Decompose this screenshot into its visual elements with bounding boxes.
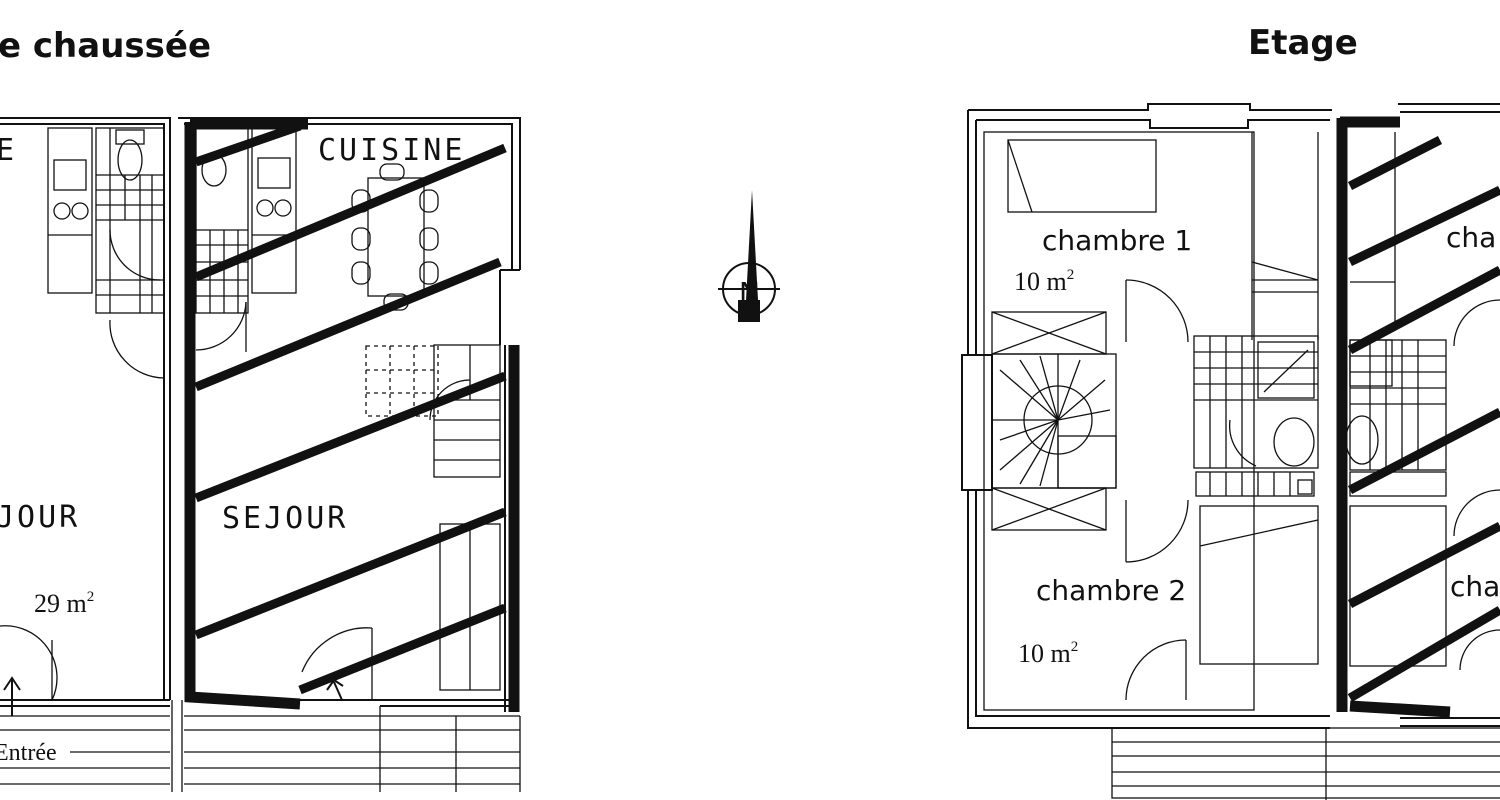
upper-floor-plan: chambre 1 10 m2 chambre 2 10 m2 cha cha — [961, 103, 1500, 800]
ground-hatching — [194, 121, 507, 695]
ground-floor-title: e chaussée — [0, 26, 211, 66]
chambre2-area: 10 m2 — [1018, 639, 1078, 668]
ground-left-room-label: E — [0, 133, 17, 168]
ground-left-sejour-label: JOUR — [0, 500, 80, 535]
cuisine-label: CUISINE — [318, 133, 465, 168]
entrance-label: Entrée — [0, 740, 57, 766]
compass-letter: N — [739, 276, 760, 309]
chambre2-label: chambre 2 — [1036, 574, 1186, 607]
chambre-right-bottom-label: cha — [1450, 570, 1500, 603]
north-arrow: N — [718, 190, 780, 322]
chambre-right-top-label: cha — [1446, 221, 1496, 254]
ground-floor-plan: E JOUR 29 m2 Entrée — [0, 117, 521, 792]
upper-hatching — [1347, 135, 1500, 702]
chambre1-label: chambre 1 — [1042, 224, 1192, 257]
chambre1-area: 10 m2 — [1014, 267, 1074, 296]
sejour-area: 29 m2 — [34, 589, 94, 618]
sejour-label: SEJOUR — [222, 501, 348, 536]
upper-floor-title: Etage — [1248, 23, 1358, 63]
